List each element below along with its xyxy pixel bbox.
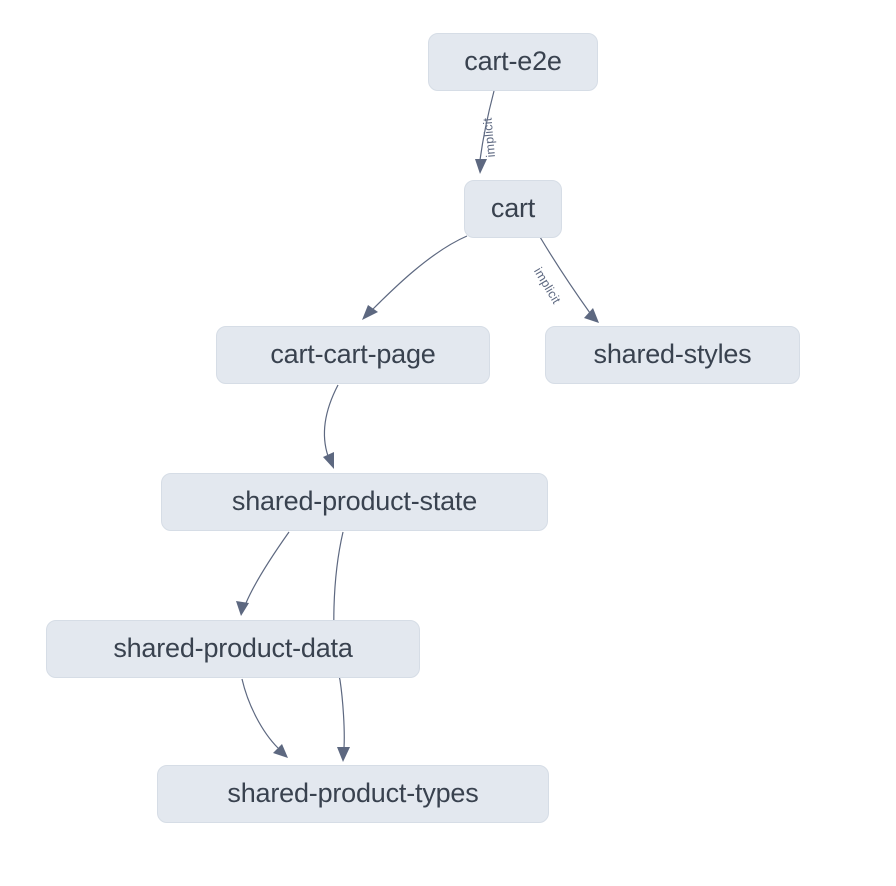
edge-product-data-to-product-types: [241, 678, 288, 758]
graph-node-cart-cart-page[interactable]: cart-cart-page: [216, 326, 490, 384]
edge-state-to-product-data: [236, 531, 290, 616]
graph-node-shared-product-types[interactable]: shared-product-types: [157, 765, 549, 823]
graph-node-shared-product-state[interactable]: shared-product-state: [161, 473, 548, 531]
graph-node-cart-e2e[interactable]: cart-e2e: [428, 33, 598, 91]
edge-label-implicit-cart-e2e-cart: implicit: [480, 117, 498, 158]
graph-node-label: cart-e2e: [464, 45, 562, 76]
graph-node-label: shared-product-state: [231, 485, 478, 516]
edge-cart-cart-page-to-shared-product-state: [323, 384, 339, 469]
graph-node-label: cart: [490, 192, 536, 223]
edge-cart-to-shared-styles: [539, 236, 599, 323]
edge-cart-e2e-to-cart: [475, 90, 495, 174]
graph-node-label: shared-product-data: [113, 632, 353, 663]
edge-cart-to-cart-cart-page: [362, 235, 468, 320]
graph-node-shared-styles[interactable]: shared-styles: [545, 326, 800, 384]
graph-node-label: shared-product-types: [227, 777, 479, 808]
graph-node-shared-product-data[interactable]: shared-product-data: [46, 620, 420, 678]
graph-node-cart[interactable]: cart: [464, 180, 562, 238]
graph-node-label: shared-styles: [593, 338, 752, 369]
graph-node-label: cart-cart-page: [270, 338, 436, 369]
edge-label-implicit-cart-shared-styles: implicit: [530, 265, 564, 307]
